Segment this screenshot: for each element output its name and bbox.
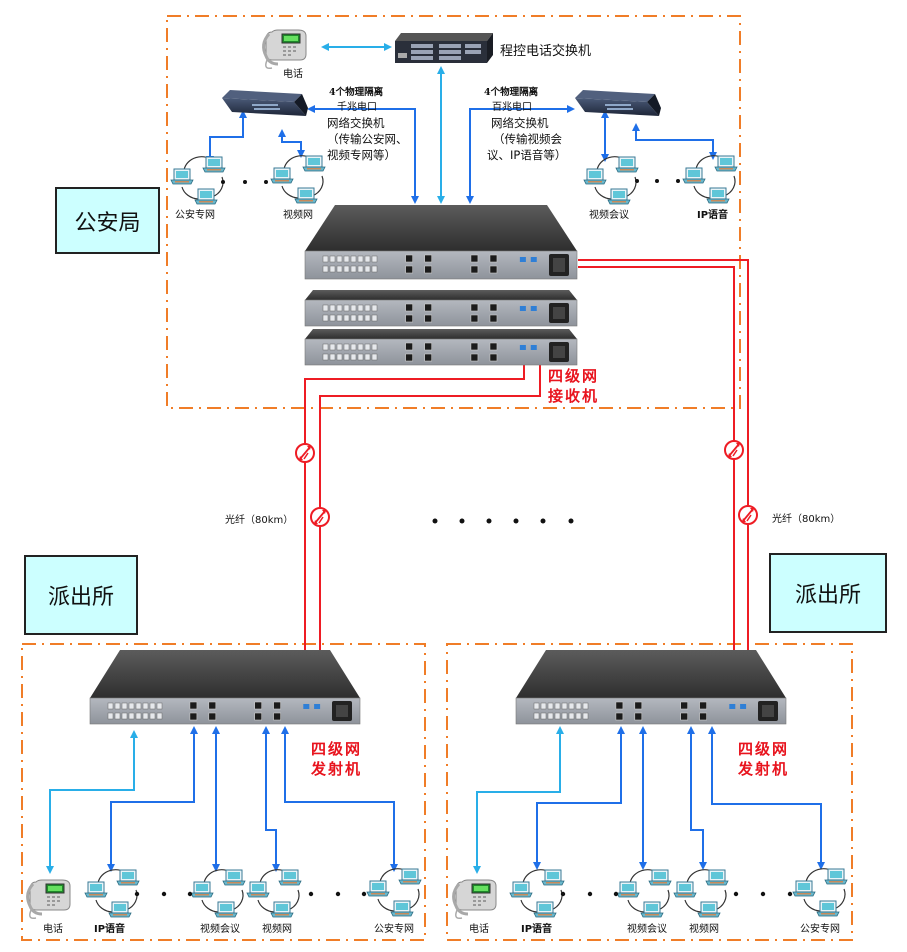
endpoint-label: 视频网	[689, 924, 719, 935]
transmitter-left-line1: 四级网	[311, 740, 363, 758]
network-cluster-icon	[367, 869, 421, 916]
hq-network-label: 视频网	[283, 210, 313, 221]
ethernet-port-block	[615, 701, 707, 721]
left-switch-desc-line3: 视频专网等）	[327, 148, 396, 162]
station-left-label-box: 派出所	[24, 555, 138, 635]
right-switch-desc-line3: 议、IP语音等）	[487, 148, 567, 162]
chassis-unit	[304, 205, 578, 280]
right-port-note-line2: 百兆电口	[492, 102, 532, 113]
phone-icon	[262, 28, 308, 70]
phone-port-block	[322, 304, 378, 322]
receiver-label-line2: 接收机	[548, 387, 600, 405]
transmitter-right-line1: 四级网	[738, 740, 790, 758]
chassis-unit	[304, 329, 578, 366]
network-cluster-icon	[271, 156, 325, 203]
chassis-unit	[304, 290, 578, 327]
network-switch-right-icon	[575, 90, 661, 116]
endpoint-label: 公安专网	[800, 924, 840, 935]
station-right-links	[473, 726, 825, 874]
transmitter-right-line2: 发射机	[738, 760, 790, 778]
hq-links	[206, 43, 717, 204]
ethernet-port-block	[405, 254, 498, 274]
fiber-symbols	[295, 440, 758, 527]
ethernet-port-block	[405, 342, 498, 362]
chassis-unit	[515, 650, 787, 725]
network-cluster-icon	[171, 157, 225, 204]
phone-port-block	[533, 702, 589, 720]
phone-port-block	[322, 343, 378, 361]
fiber-right-label: 光纤（80km）	[772, 514, 841, 525]
phone-icon	[26, 878, 72, 920]
fiber-transceiver-icon	[295, 443, 315, 463]
network-cluster-icon	[584, 157, 638, 204]
station-left-links	[46, 726, 398, 874]
fiber-left-label: 光纤（80km）	[225, 515, 294, 526]
left-port-note-line2: 千兆电口	[337, 102, 377, 113]
receiver-stack	[304, 205, 578, 366]
ethernet-port-block	[189, 701, 281, 721]
left-switch-desc-line2: （传输公安网、	[327, 132, 408, 146]
endpoint-label: 视频网	[262, 924, 292, 935]
hq-boundary	[166, 15, 741, 409]
network-cluster-icon	[85, 870, 139, 917]
hq-network-label: 公安专网	[175, 210, 215, 221]
more-stations-ellipsis	[432, 518, 574, 524]
pbx-icon	[395, 33, 493, 63]
endpoint-label: IP语音	[521, 924, 553, 935]
right-switch-desc-line1: 网络交换机	[491, 116, 549, 130]
endpoint-label: 视频会议	[200, 924, 240, 935]
phone-port-block	[322, 255, 378, 273]
network-cluster-icon	[683, 156, 737, 203]
right-switch-desc-line2: （传输视频会	[493, 132, 562, 146]
endpoint-label: 视频会议	[627, 924, 667, 935]
fiber-transceiver-icon	[310, 507, 330, 527]
pbx-label: 程控电话交换机	[500, 44, 592, 59]
hq-label-box: 公安局	[55, 187, 160, 254]
fiber-transceiver-icon	[724, 440, 744, 460]
hq-label: 公安局	[74, 210, 141, 236]
ellipsis-dots	[221, 179, 680, 184]
phone-port-block	[107, 702, 163, 720]
hq-phone-label: 电话	[283, 69, 303, 80]
network-cluster-icon	[617, 870, 671, 917]
receiver-label-line1: 四级网	[548, 367, 600, 385]
network-cluster-icon	[191, 870, 245, 917]
transmitter-left-line2: 发射机	[311, 760, 363, 778]
station-left-label: 派出所	[47, 585, 114, 610]
transmitter-right	[515, 650, 787, 725]
endpoint-label: 公安专网	[374, 924, 414, 935]
endpoint-label: 电话	[43, 924, 63, 935]
network-cluster-icon	[793, 869, 847, 916]
ethernet-port-block	[405, 303, 498, 323]
network-cluster-icon	[674, 870, 728, 917]
hq-network-label: 视频会议	[589, 210, 629, 221]
network-switch-left-icon	[222, 90, 308, 116]
chassis-unit	[89, 650, 361, 725]
station-right-label: 派出所	[794, 583, 861, 608]
station-left-boundary	[21, 643, 426, 941]
station-right-label-box: 派出所	[769, 553, 887, 633]
ellipsis-dots	[134, 891, 793, 897]
network-cluster-icon	[247, 870, 301, 917]
left-port-note-line1: 4个物理隔离	[329, 87, 384, 98]
endpoint-label: 电话	[469, 924, 489, 935]
right-port-note-line1: 4个物理隔离	[484, 87, 539, 98]
left-switch-desc-line1: 网络交换机	[327, 116, 385, 130]
network-cluster-icon	[510, 870, 564, 917]
endpoint-label: IP语音	[94, 924, 126, 935]
transmitter-left	[89, 650, 361, 725]
station-right-boundary	[446, 643, 853, 941]
fiber-transceiver-icon	[738, 505, 758, 525]
hq-network-label: IP语音	[697, 210, 729, 221]
phone-icon	[452, 878, 498, 920]
